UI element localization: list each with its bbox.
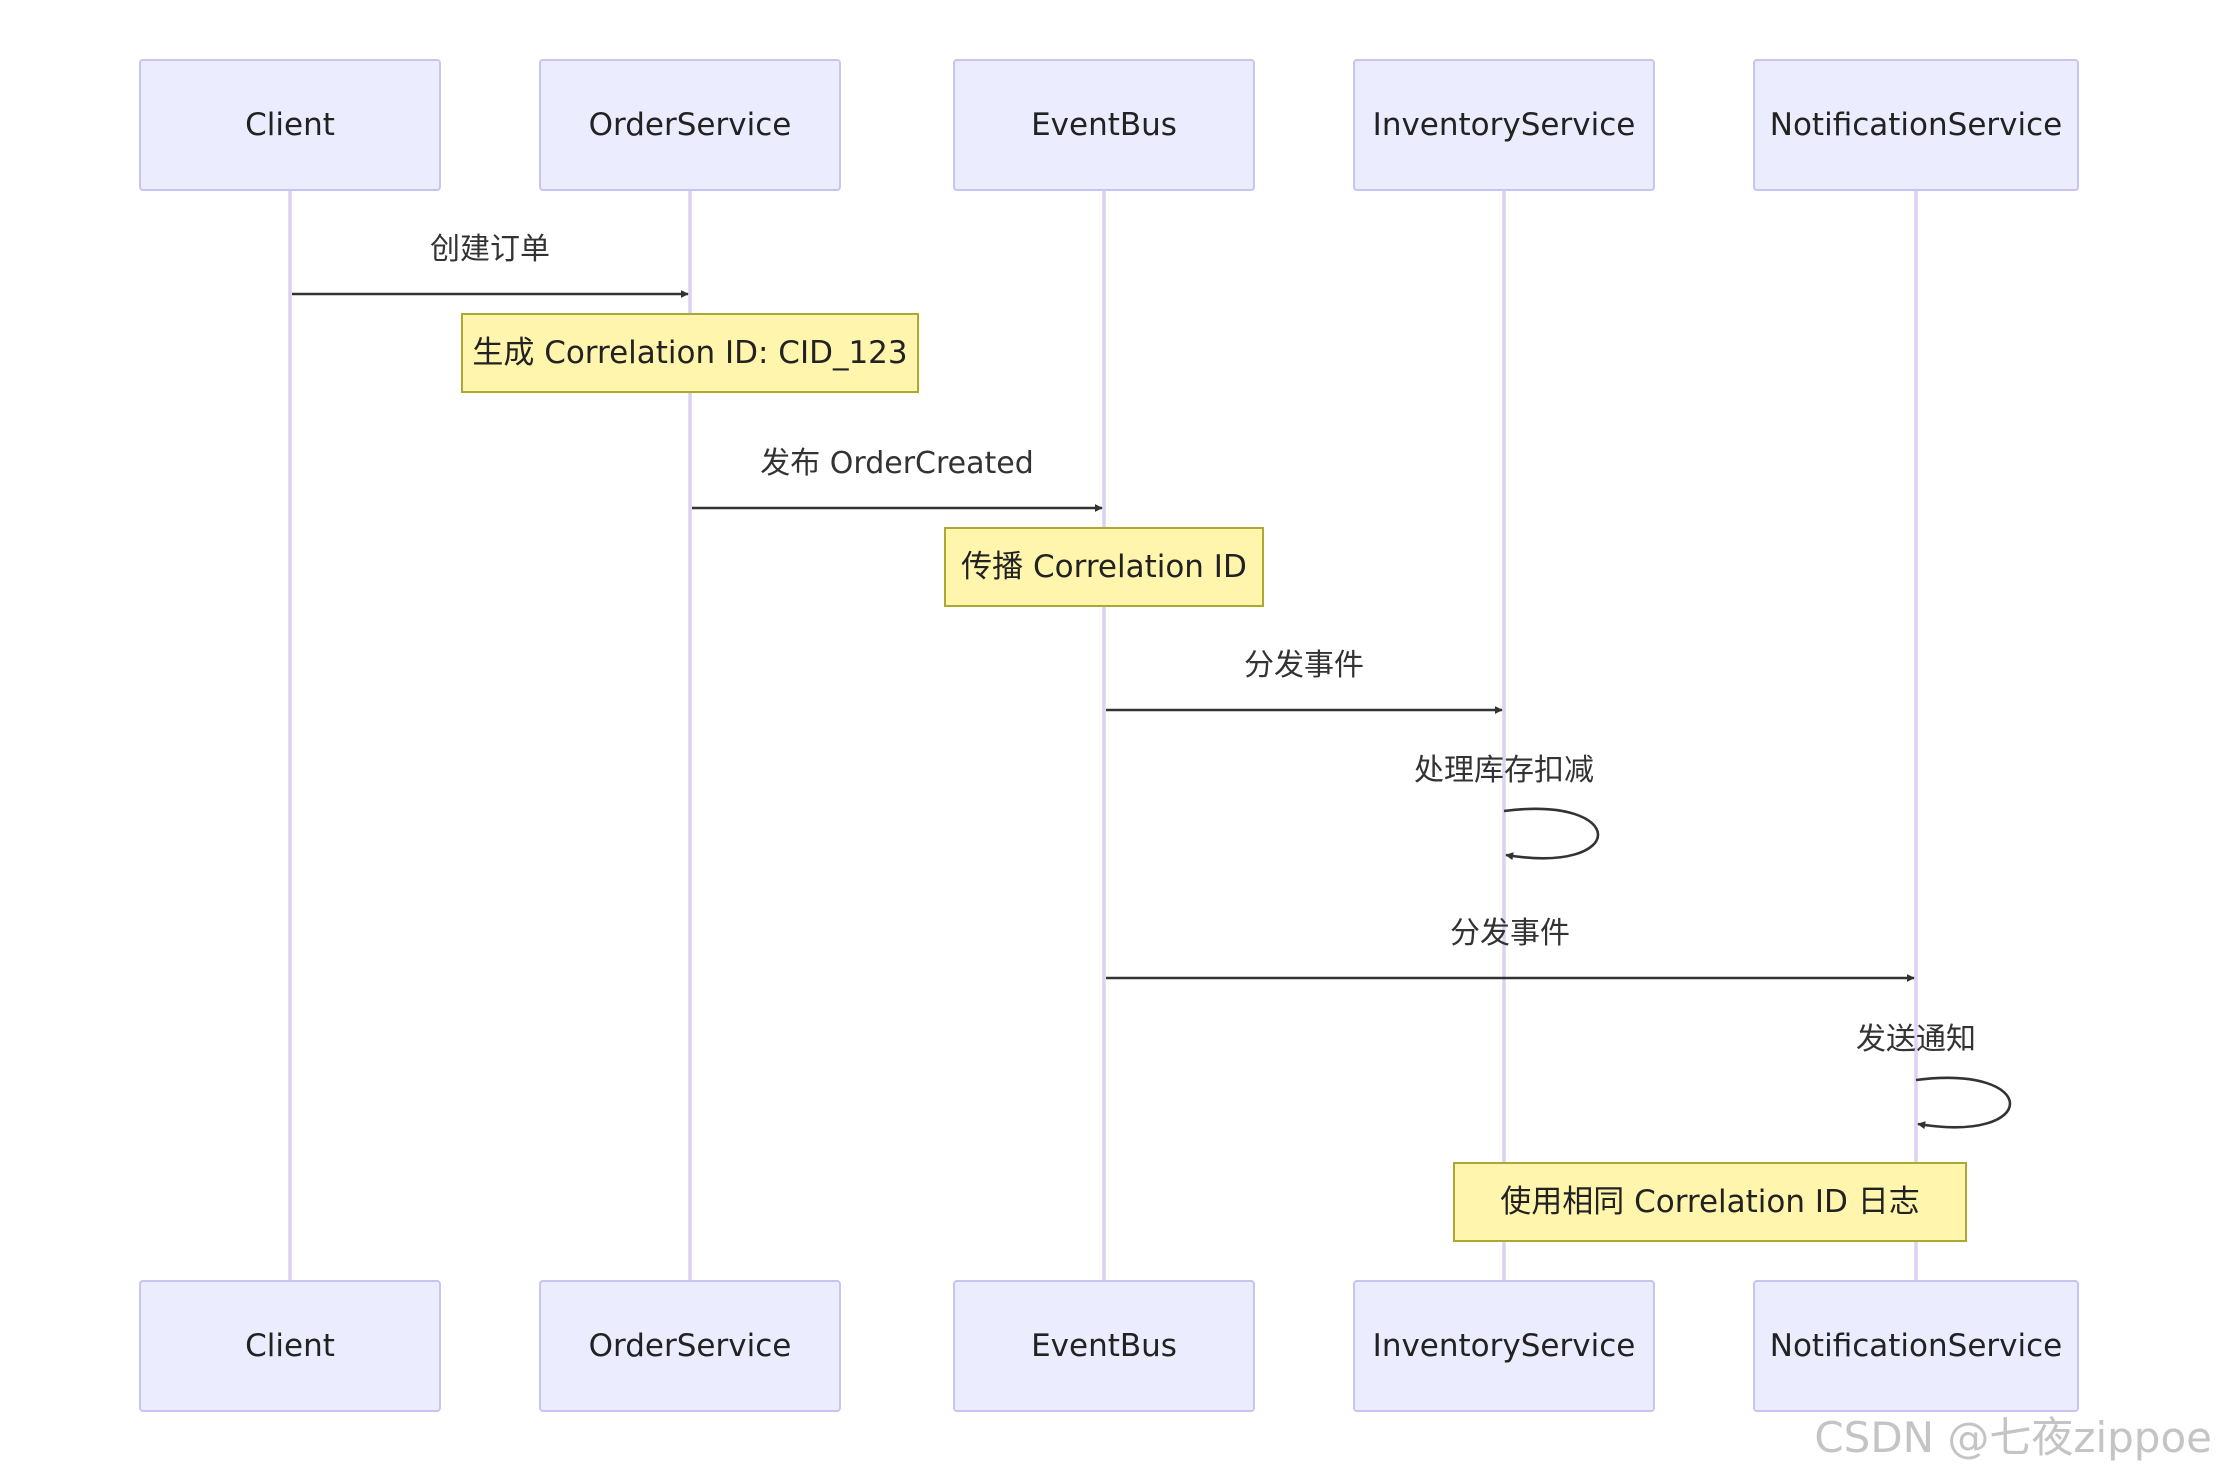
self-message-arrow — [1915, 1076, 2012, 1130]
actor-eventbus-bottom: EventBus — [953, 1280, 1255, 1412]
note-3: 使用相同 Correlation ID 日志 — [1453, 1162, 1967, 1242]
actor-label: OrderService — [589, 1328, 792, 1364]
actor-label: InventoryService — [1373, 1328, 1636, 1364]
note-label: 使用相同 Correlation ID 日志 — [1500, 1184, 1920, 1220]
note-label: 传播 Correlation ID — [961, 549, 1247, 585]
message-1: 创建订单 — [292, 232, 689, 298]
note-1: 生成 Correlation ID: CID_123 — [461, 313, 919, 393]
actor-notification-bottom: NotificationService — [1753, 1280, 2079, 1412]
actor-inventory-bottom: InventoryService — [1353, 1280, 1655, 1412]
actor-inventory-top: InventoryService — [1353, 59, 1655, 191]
message-label: 分发事件 — [1450, 916, 1570, 951]
actor-order-top: OrderService — [539, 59, 841, 191]
self-message-arrow — [1503, 807, 1600, 861]
actor-label: NotificationService — [1770, 1328, 2062, 1364]
message-4: 处理库存扣减 — [1414, 753, 1600, 861]
note-label: 生成 Correlation ID: CID_123 — [472, 335, 907, 371]
actor-label: EventBus — [1031, 1328, 1177, 1364]
message-3: 分发事件 — [1106, 648, 1503, 714]
message-label: 发送通知 — [1856, 1022, 1976, 1057]
message-6: 发送通知 — [1856, 1022, 2012, 1130]
message-label: 处理库存扣减 — [1414, 753, 1594, 788]
actor-label: Client — [245, 107, 335, 143]
actor-notification-top: NotificationService — [1753, 59, 2079, 191]
message-label: 创建订单 — [430, 232, 550, 267]
message-label: 分发事件 — [1244, 648, 1364, 683]
message-5: 分发事件 — [1106, 916, 1915, 982]
actor-client-top: Client — [139, 59, 441, 191]
actor-label: OrderService — [589, 107, 792, 143]
message-label: 发布 OrderCreated — [760, 446, 1034, 481]
watermark: CSDN @七夜zippoe — [1814, 1413, 2212, 1462]
actor-label: Client — [245, 1328, 335, 1364]
actor-client-bottom: Client — [139, 1280, 441, 1412]
actor-order-bottom: OrderService — [539, 1280, 841, 1412]
actor-label: InventoryService — [1373, 107, 1636, 143]
message-2: 发布 OrderCreated — [692, 446, 1103, 512]
note-2: 传播 Correlation ID — [944, 527, 1264, 607]
actor-eventbus-top: EventBus — [953, 59, 1255, 191]
actor-label: NotificationService — [1770, 107, 2062, 143]
actor-label: EventBus — [1031, 107, 1177, 143]
